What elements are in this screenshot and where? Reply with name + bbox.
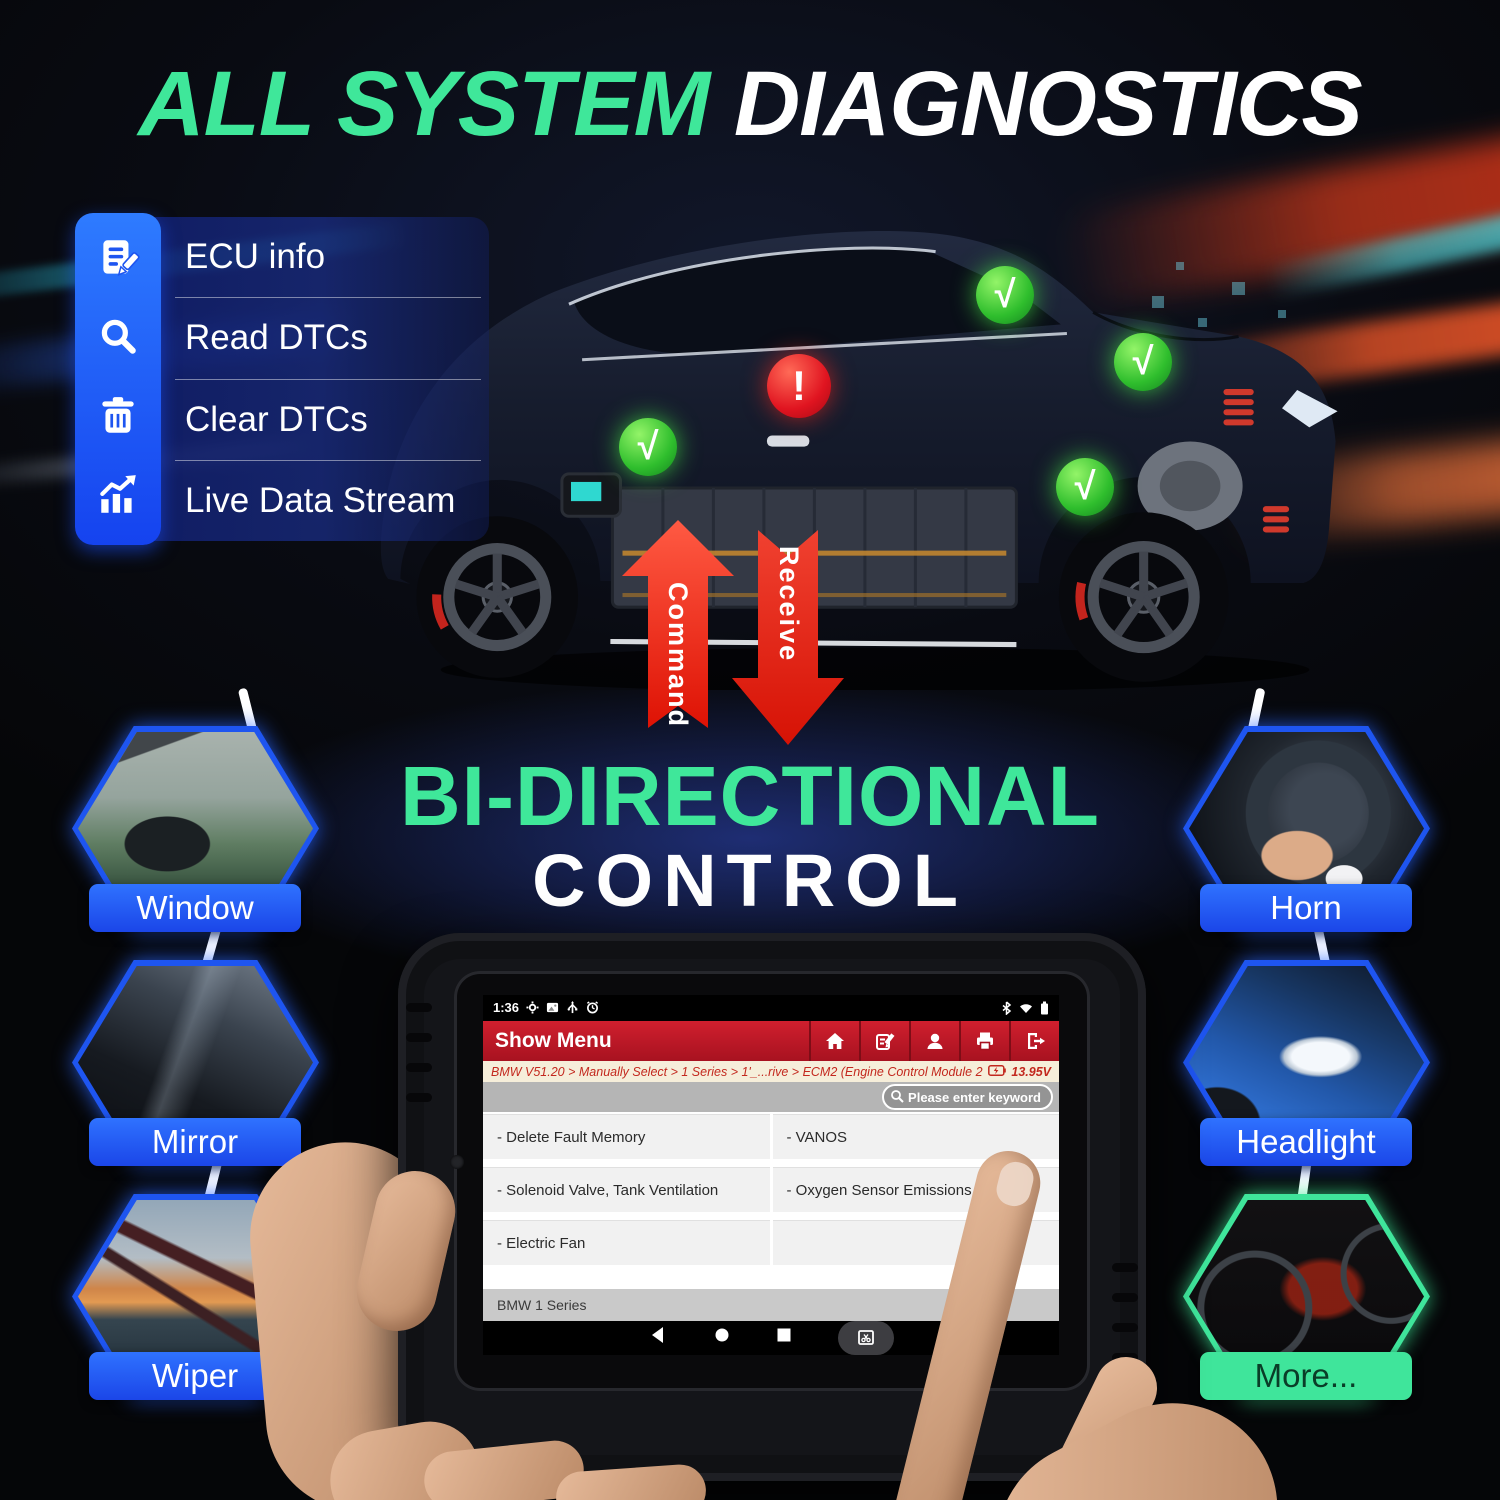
bluetooth-icon <box>1001 1001 1012 1015</box>
search-placeholder: Please enter keyword <box>908 1089 1041 1105</box>
magnifier-icon <box>890 1089 904 1106</box>
label-more: More... <box>1200 1352 1412 1400</box>
feature-label: Read DTCs <box>185 318 368 358</box>
front-wheel <box>1058 512 1229 682</box>
breadcrumb-path: BMW V51.20 > Manually Select > 1 Series … <box>491 1064 984 1079</box>
trash-icon <box>95 393 141 444</box>
feature-label: ECU info <box>185 237 326 277</box>
rear-wheel <box>416 516 579 678</box>
check-badge: √ <box>976 266 1034 324</box>
alert-badge: ! <box>767 354 831 418</box>
status-bar: 1:36 <box>483 995 1059 1021</box>
document-edit-icon <box>95 235 141 286</box>
gallery-icon <box>546 1001 559 1014</box>
voltage-readout: 13.95V <box>1011 1064 1051 1079</box>
menu-item-delete-fault-memory[interactable]: - Delete Fault Memory <box>483 1114 770 1160</box>
status-time: 1:36 <box>493 1000 520 1016</box>
back-icon[interactable] <box>648 1325 668 1350</box>
app-header: Show Menu <box>483 1020 1059 1061</box>
wifi-icon <box>1019 1002 1033 1014</box>
check-glyph: √ <box>1074 465 1096 508</box>
alarm-icon <box>586 1001 599 1014</box>
screenshot-icon[interactable] <box>838 1320 894 1355</box>
label-horn: Horn <box>1200 884 1412 932</box>
feature-row-ecu-info: ECU info <box>175 217 481 299</box>
search-input[interactable]: Please enter keyword <box>882 1084 1053 1111</box>
label-headlight: Headlight <box>1200 1118 1412 1166</box>
home-icon[interactable] <box>714 1327 730 1348</box>
exit-button[interactable] <box>1009 1020 1059 1061</box>
menu-item-electric-fan[interactable]: - Electric Fan <box>483 1220 770 1266</box>
check-glyph: √ <box>994 273 1016 316</box>
camera-dot <box>450 1155 464 1169</box>
breadcrumb: BMW V51.20 > Manually Select > 1 Series … <box>483 1060 1059 1083</box>
title-rest: DIAGNOSTICS <box>709 53 1363 155</box>
feature-label: Live Data Stream <box>185 480 456 520</box>
title-highlight: ALL SYSTEM <box>138 53 710 155</box>
bidirectional-arrows: Command Receive <box>615 516 851 766</box>
page-title: ALL SYSTEM DIAGNOSTICS <box>0 52 1500 157</box>
command-up-arrow <box>622 520 734 728</box>
feature-label: Clear DTCs <box>185 399 368 439</box>
receive-down-arrow <box>732 530 844 745</box>
feature-row-read-dtcs: Read DTCs <box>175 298 481 380</box>
app-title: Show Menu <box>495 1028 612 1052</box>
chart-icon <box>95 472 141 523</box>
alert-glyph: ! <box>792 362 806 409</box>
search-strip: Please enter keyword <box>483 1082 1059 1113</box>
check-badge: √ <box>1114 333 1172 391</box>
label-mirror: Mirror <box>89 1118 301 1166</box>
headline-control: CONTROL <box>532 839 968 922</box>
check-glyph: √ <box>1132 340 1154 383</box>
usb-icon <box>566 1001 579 1014</box>
battery-icon <box>1040 1001 1049 1015</box>
profile-button[interactable] <box>909 1020 959 1061</box>
label-window: Window <box>89 884 301 932</box>
menu-spacer <box>483 1265 1059 1290</box>
diagnostics-panel: ECU info Read DTCs Clear DTCs Live Data … <box>75 213 489 545</box>
search-icon <box>95 314 141 365</box>
receive-label: Receive <box>774 546 804 663</box>
settings-icon <box>526 1001 539 1014</box>
home-button[interactable] <box>809 1020 859 1061</box>
feature-row-live-data: Live Data Stream <box>175 461 481 541</box>
menu-item-solenoid-valve[interactable]: - Solenoid Valve, Tank Ventilation <box>483 1167 770 1213</box>
print-button[interactable] <box>959 1020 1009 1061</box>
recents-icon[interactable] <box>776 1327 792 1348</box>
headline-bidirectional: BI-DIRECTIONAL <box>400 749 1100 843</box>
check-glyph: √ <box>637 425 659 468</box>
feature-row-clear-dtcs: Clear DTCs <box>175 380 481 461</box>
report-button[interactable] <box>859 1020 909 1061</box>
check-badge: √ <box>619 418 677 476</box>
check-badge: √ <box>1056 458 1114 516</box>
car-illustration <box>380 230 1338 690</box>
command-label: Command <box>663 582 693 729</box>
diagnostics-icon-rail <box>75 213 161 545</box>
battery-charge-icon <box>988 1064 1007 1079</box>
